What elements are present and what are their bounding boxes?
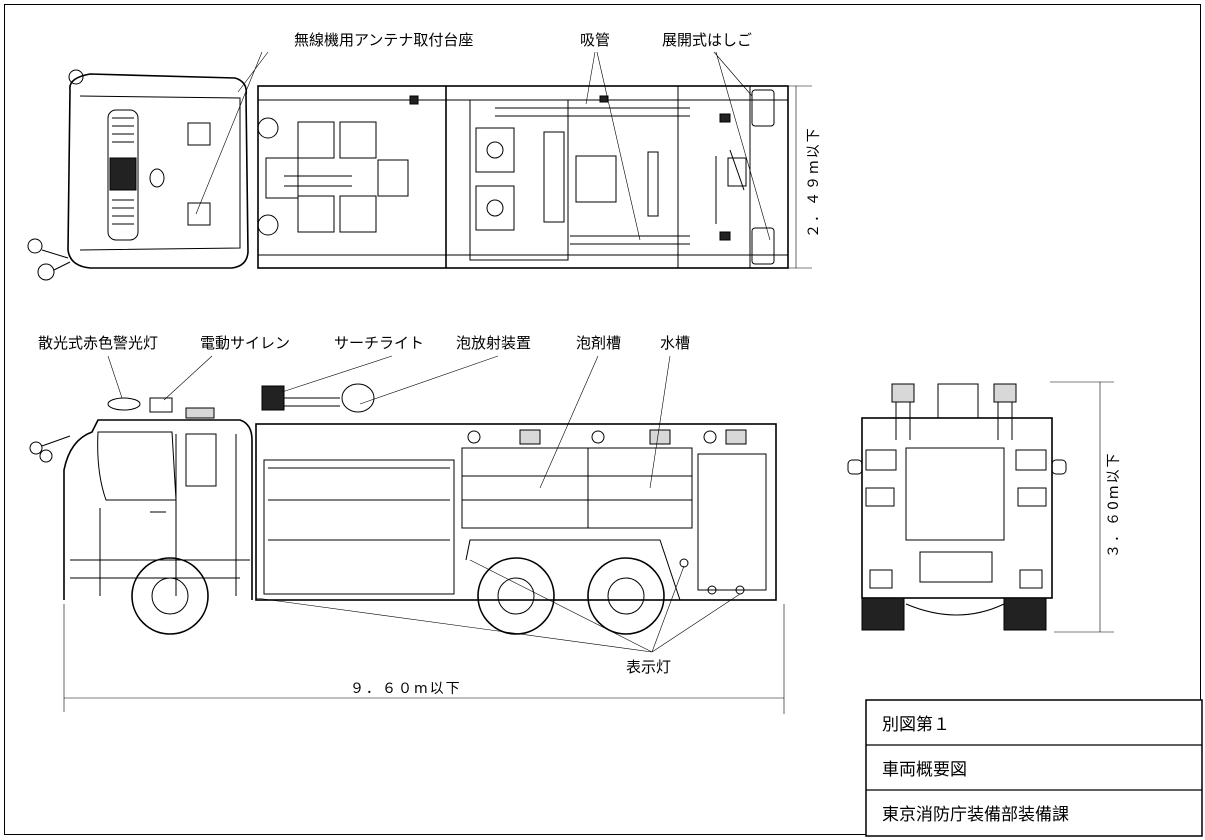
title-department: 東京消防庁装備部装備課 (882, 805, 1069, 825)
dimension-labels: ２．４９m以下 ９．６０m以下 ３．６0m以下 (350, 126, 1122, 697)
label-suction-pipe: 吸管 (580, 31, 610, 49)
drawing-frame (4, 4, 1201, 835)
title-figure-number: 別図第１ (882, 715, 950, 735)
dimension-width: ２．４９m以下 (806, 126, 822, 238)
label-foam-tank: 泡剤槽 (576, 334, 621, 352)
label-searchlight: サーチライト (334, 334, 424, 352)
label-beacon: 散光式赤色警光灯 (38, 334, 158, 352)
label-indicator: 表示灯 (626, 658, 671, 676)
callout-labels: 無線機用アンテナ取付台座 吸管 展開式はしご 散光式赤色警光灯 電動サイレン サ… (38, 31, 752, 676)
side-view (29, 355, 785, 714)
label-water-tank: 水槽 (660, 334, 690, 352)
dimension-length: ９．６０m以下 (350, 681, 462, 697)
title-block: 別図第１ 車両概要図 東京消防庁装備部装備課 (865, 699, 1203, 837)
title-drawing-name: 車両概要図 (882, 760, 967, 780)
dimension-height: ３．６0m以下 (1106, 451, 1122, 558)
top-view (27, 51, 812, 281)
label-ladder: 展開式はしご (662, 31, 752, 49)
label-foam-nozzle: 泡放射装置 (456, 334, 531, 352)
rear-view (847, 381, 1114, 633)
label-antenna: 無線機用アンテナ取付台座 (294, 31, 473, 49)
label-siren: 電動サイレン (200, 334, 290, 352)
